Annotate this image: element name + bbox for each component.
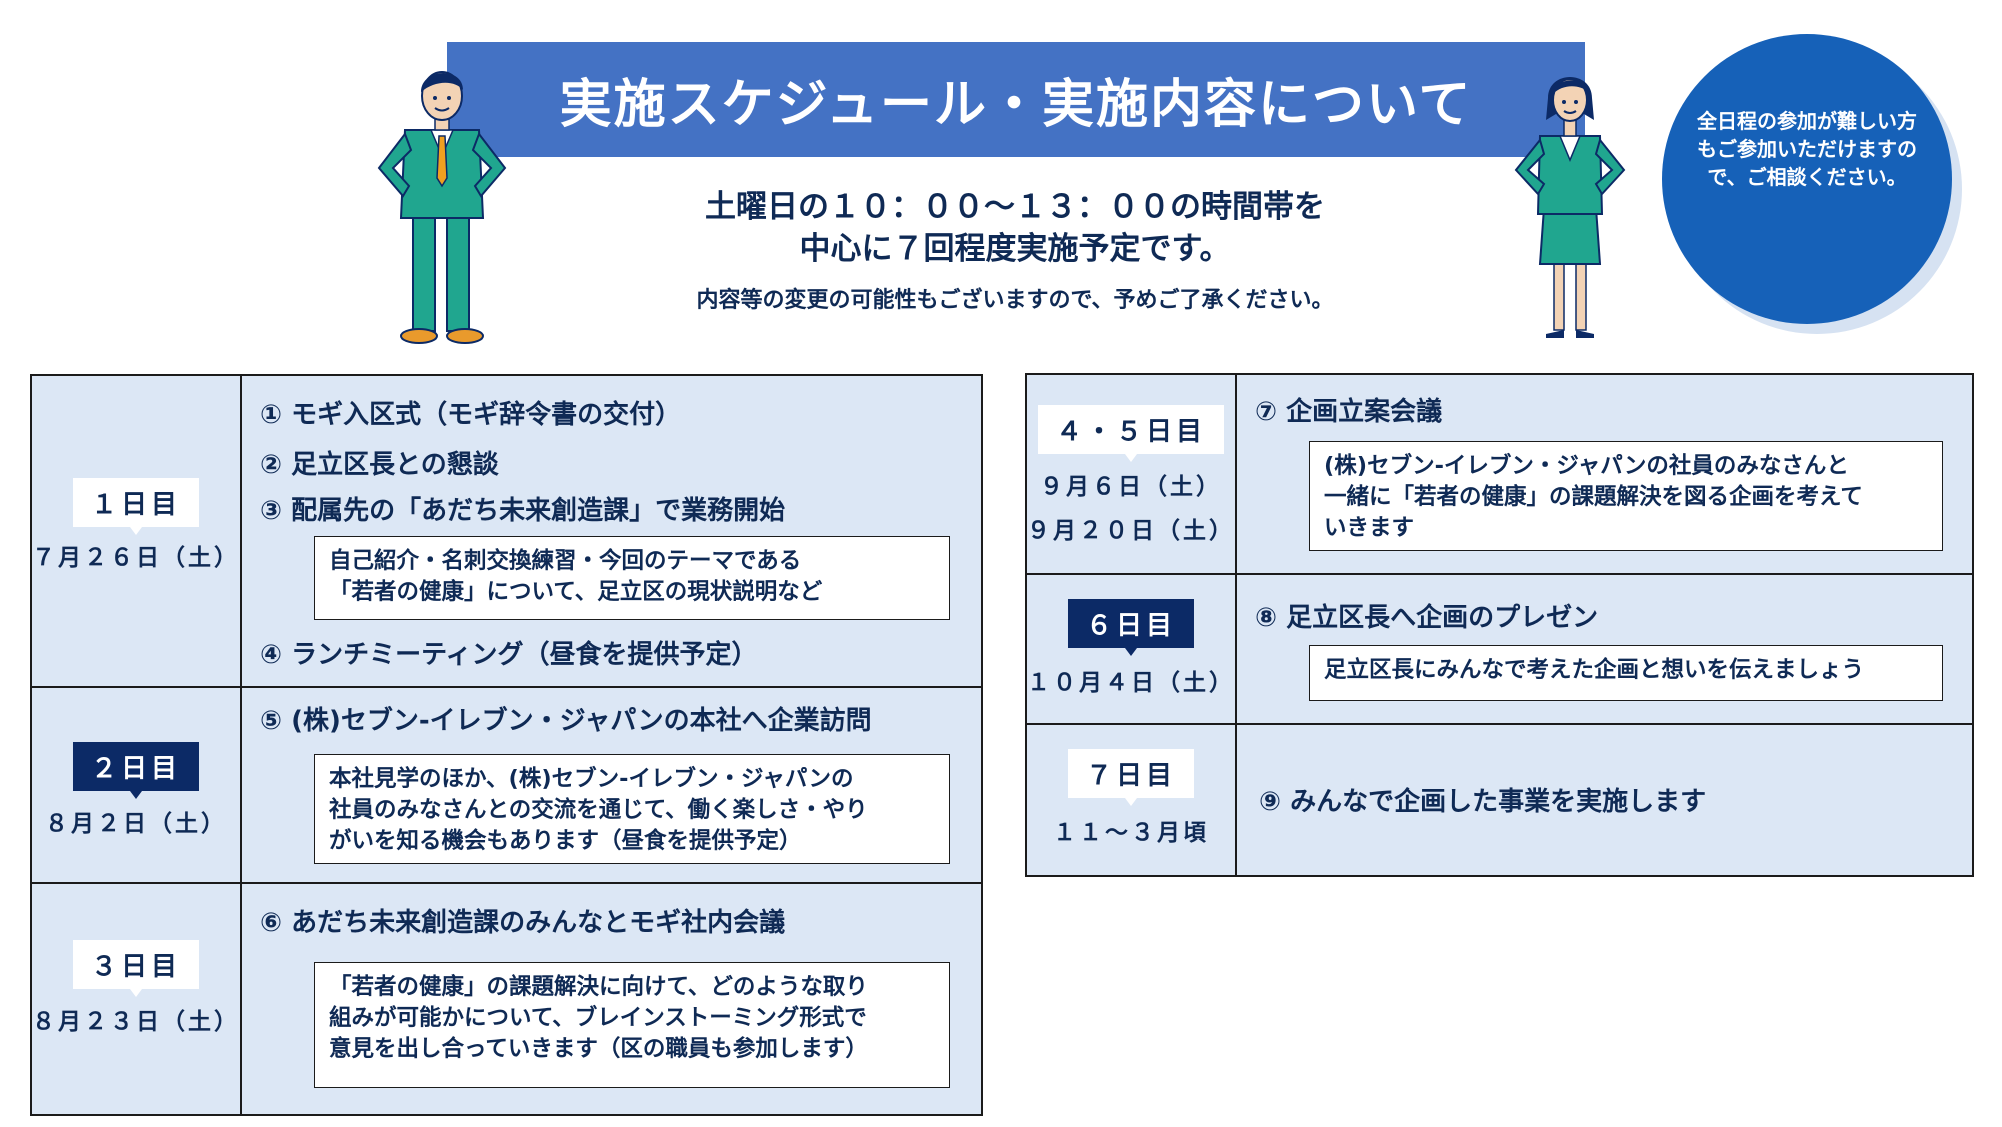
schedule-table-left: １日目 ７月２６日（土） ① モギ入区式（モギ辞令書の交付） ② 足立区長との懇… — [30, 374, 983, 1116]
participation-badge-text: 全日程の参加が難しい方 もご参加いただけますの で、ご相談ください。 — [1697, 109, 1917, 189]
list-item: ② 足立区長との懇談 — [260, 450, 499, 480]
businesswoman-illustration — [1514, 77, 1626, 338]
schedule-summary-line1: 土曜日の１０：００～１３：００の時間帯を — [705, 189, 1325, 225]
schedule-summary-line2: 中心に７回程度実施予定です。 — [799, 231, 1231, 267]
day-cell: ３日目 ８月２３日（土） — [32, 884, 242, 1114]
detail-box: 足立区長にみんなで考えた企画と想いを伝えましょう — [1309, 645, 1943, 701]
day-label: ３日目 — [72, 940, 200, 997]
content-cell: ⑧ 足立区長へ企画のプレゼン 足立区長にみんなで考えた企画と想いを伝えましょう — [1237, 575, 1972, 723]
day-date: ７月２６日（土） — [32, 545, 240, 571]
businessman-illustration — [377, 71, 507, 344]
day-label: ７日目 — [1067, 749, 1195, 806]
schedule-table-right: ４・５日目 ９月６日（土） ９月２０日（土） ⑦ 企画立案会議 (株)セブン‐イ… — [1025, 373, 1974, 877]
day-date: ９月２０日（土） — [1027, 518, 1235, 544]
content-cell: ⑦ 企画立案会議 (株)セブン‐イレブン・ジャパンの社員のみなさんと 一緒に「若… — [1237, 375, 1972, 573]
day-cell: １日目 ７月２６日（土） — [32, 376, 242, 686]
day-date: ８月２３日（土） — [32, 1009, 240, 1035]
list-item: ⑦ 企画立案会議 — [1255, 397, 1443, 427]
table-row-day3: ３日目 ８月２３日（土） ⑥ あだち未来創造課のみんなとモギ社内会議 「若者の健… — [32, 884, 981, 1114]
content-cell: ⑥ あだち未来創造課のみんなとモギ社内会議 「若者の健康」の課題解決に向けて、ど… — [242, 884, 981, 1114]
page-title: 実施スケジュール・実施内容について — [559, 75, 1473, 135]
change-notice: 内容等の変更の可能性もございますので、予めご了承ください。 — [696, 288, 1334, 313]
day-label: ４・５日目 — [1037, 405, 1225, 462]
detail-box: 「若者の健康」の課題解決に向けて、どのような取り 組みが可能かについて、ブレイン… — [314, 962, 950, 1088]
participation-badge: 全日程の参加が難しい方 もご参加いただけますの で、ご相談ください。 — [1662, 34, 1952, 324]
table-row-day2: ２日目 ８月２日（土） ⑤ (株)セブン‐イレブン・ジャパンの本社へ企業訪問 本… — [32, 688, 981, 884]
day-date: １０月４日（土） — [1027, 670, 1235, 696]
day-date: １１～３月頃 — [1053, 820, 1209, 846]
list-item: ⑧ 足立区長へ企画のプレゼン — [1255, 603, 1599, 633]
schedule-summary: 土曜日の１０：００～１３：００の時間帯を 中心に７回程度実施予定です。 — [560, 186, 1470, 270]
list-item: ④ ランチミーティング（昼食を提供予定） — [260, 640, 758, 670]
day-cell: ２日目 ８月２日（土） — [32, 688, 242, 882]
list-item: ① モギ入区式（モギ辞令書の交付） — [260, 400, 682, 430]
list-item: ⑤ (株)セブン‐イレブン・ジャパンの本社へ企業訪問 — [260, 706, 872, 736]
day-label: １日目 — [72, 478, 200, 535]
day-date: ８月２日（土） — [45, 811, 227, 837]
content-cell: ① モギ入区式（モギ辞令書の交付） ② 足立区長との懇談 ③ 配属先の「あだち未… — [242, 376, 981, 686]
list-item: ③ 配属先の「あだち未来創造課」で業務開始 — [260, 496, 786, 526]
table-row-day6: ６日目 １０月４日（土） ⑧ 足立区長へ企画のプレゼン 足立区長にみんなで考えた… — [1027, 575, 1972, 725]
day-label: ２日目 — [72, 742, 200, 799]
title-bar: 実施スケジュール・実施内容について — [447, 42, 1585, 157]
content-cell: ⑨ みんなで企画した事業を実施します — [1237, 725, 1972, 875]
content-cell: ⑤ (株)セブン‐イレブン・ジャパンの本社へ企業訪問 本社見学のほか、(株)セブ… — [242, 688, 981, 882]
table-row-day4-5: ４・５日目 ９月６日（土） ９月２０日（土） ⑦ 企画立案会議 (株)セブン‐イ… — [1027, 375, 1972, 575]
day-cell: ７日目 １１～３月頃 — [1027, 725, 1237, 875]
table-row-day1: １日目 ７月２６日（土） ① モギ入区式（モギ辞令書の交付） ② 足立区長との懇… — [32, 376, 981, 688]
detail-box: 本社見学のほか、(株)セブン‐イレブン・ジャパンの 社員のみなさんとの交流を通じ… — [314, 754, 950, 864]
day-label: ６日目 — [1067, 599, 1195, 656]
table-row-day7: ７日目 １１～３月頃 ⑨ みんなで企画した事業を実施します — [1027, 725, 1972, 875]
day-cell: ４・５日目 ９月６日（土） ９月２０日（土） — [1027, 375, 1237, 573]
detail-box: (株)セブン‐イレブン・ジャパンの社員のみなさんと 一緒に「若者の健康」の課題解… — [1309, 441, 1943, 551]
list-item: ⑥ あだち未来創造課のみんなとモギ社内会議 — [260, 908, 786, 938]
day-date: ９月６日（土） — [1040, 474, 1222, 500]
detail-box: 自己紹介・名刺交換練習・今回のテーマである 「若者の健康」について、足立区の現状… — [314, 536, 950, 620]
list-item: ⑨ みんなで企画した事業を実施します — [1259, 787, 1707, 817]
day-cell: ６日目 １０月４日（土） — [1027, 575, 1237, 723]
